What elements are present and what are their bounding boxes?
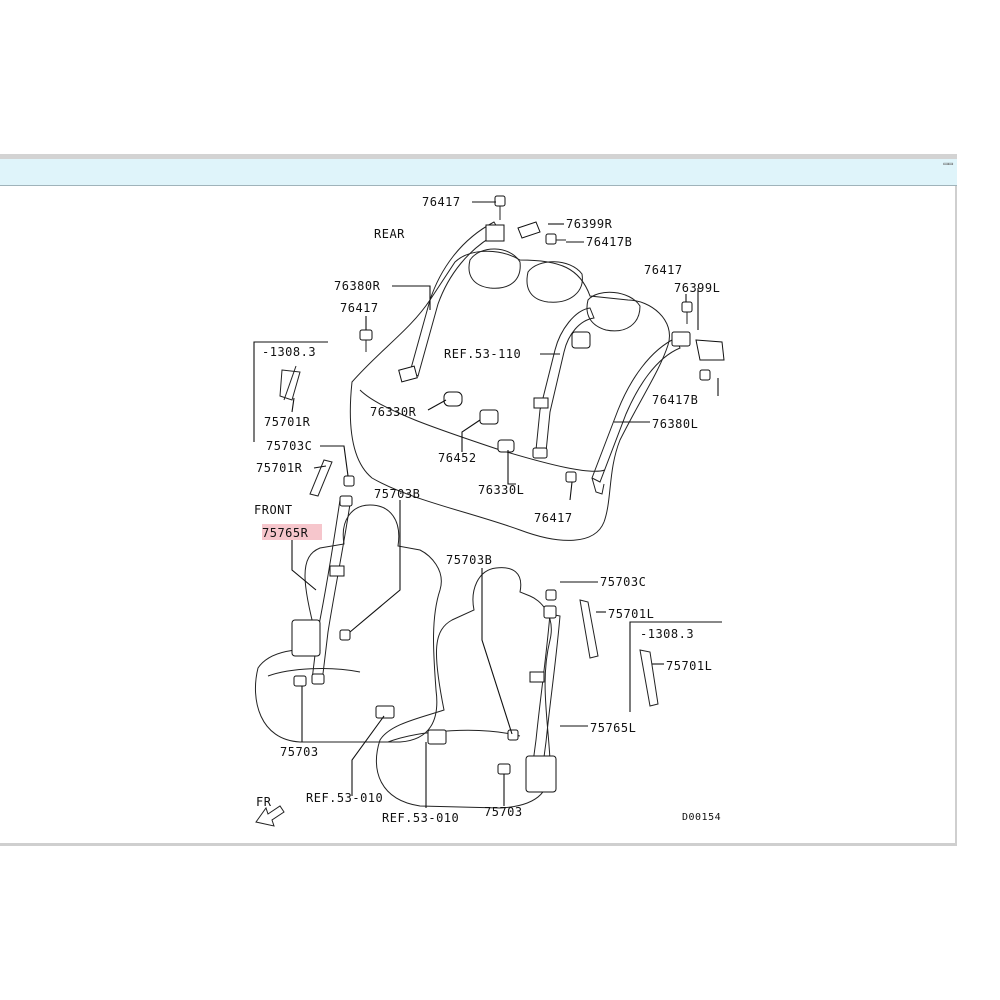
rear-hardware <box>359 195 725 483</box>
label-76417-top: 76417 <box>422 195 461 209</box>
front-hardware-left-group <box>279 365 355 497</box>
label-76417-right: 76417 <box>644 263 683 277</box>
label-75703B-left: 75703B <box>374 487 420 501</box>
label-76417-left: 76417 <box>340 301 379 315</box>
front-seat-left-outline <box>375 567 552 809</box>
label-75765R: 75765R <box>262 526 309 540</box>
label-1308-3-right: -1308.3 <box>640 627 694 641</box>
label-76417B-right: 76417B <box>586 235 632 249</box>
label-75701R-a: 75701R <box>264 415 311 429</box>
label-rear: REAR <box>374 227 405 241</box>
window-control-icon[interactable]: ▭▭ <box>943 159 953 168</box>
label-76399L: 76399L <box>674 281 720 295</box>
part-labels: 76417 76399R 76417B REAR 76380R 76417 -1… <box>254 195 721 825</box>
front-direction-arrow-icon <box>255 805 285 827</box>
bracket-lines <box>253 341 722 712</box>
label-75703-left: 75703 <box>280 745 319 759</box>
leader-lines <box>291 201 719 808</box>
rear-belt-right <box>398 221 505 383</box>
highlighted-part-box <box>262 524 322 540</box>
front-belt-left <box>427 589 659 793</box>
diagram-canvas-frame <box>0 186 957 846</box>
label-76417B-left: 76417B <box>652 393 698 407</box>
diagram-code: D00154 <box>682 812 721 823</box>
label-1308-3-left: -1308.3 <box>262 345 316 359</box>
rear-belt-center <box>532 307 595 459</box>
label-75765L: 75765L <box>590 721 636 735</box>
label-76452: 76452 <box>438 451 477 465</box>
label-75703C-left: 75703C <box>266 439 312 453</box>
label-76417-mid: 76417 <box>534 511 573 525</box>
label-75703C-right: 75703C <box>600 575 646 589</box>
rear-belt-left <box>591 331 691 495</box>
window-top-border <box>0 154 957 159</box>
label-75703-right: 75703 <box>484 805 523 819</box>
front-seat-right-outline <box>254 504 442 743</box>
label-76380L: 76380L <box>652 417 698 431</box>
label-ref-53-010-a: REF.53-010 <box>306 791 383 805</box>
label-ref-53-010-b: REF.53-010 <box>382 811 459 825</box>
label-75701L-b: 75701L <box>666 659 712 673</box>
label-75701R-b: 75701R <box>256 461 303 475</box>
label-ref-53-110: REF.53-110 <box>444 347 521 361</box>
label-front: FRONT <box>254 503 293 517</box>
label-76330R: 76330R <box>370 405 417 419</box>
label-fr: FR <box>256 795 272 809</box>
label-75703B-mid: 75703B <box>446 553 492 567</box>
label-76380R: 76380R <box>334 279 381 293</box>
viewer-toolbar: ▭▭ <box>0 159 957 186</box>
label-75701L-a: 75701L <box>608 607 654 621</box>
label-76330L: 76330L <box>478 483 524 497</box>
label-76399R: 76399R <box>566 217 613 231</box>
front-belt-right <box>291 495 395 719</box>
